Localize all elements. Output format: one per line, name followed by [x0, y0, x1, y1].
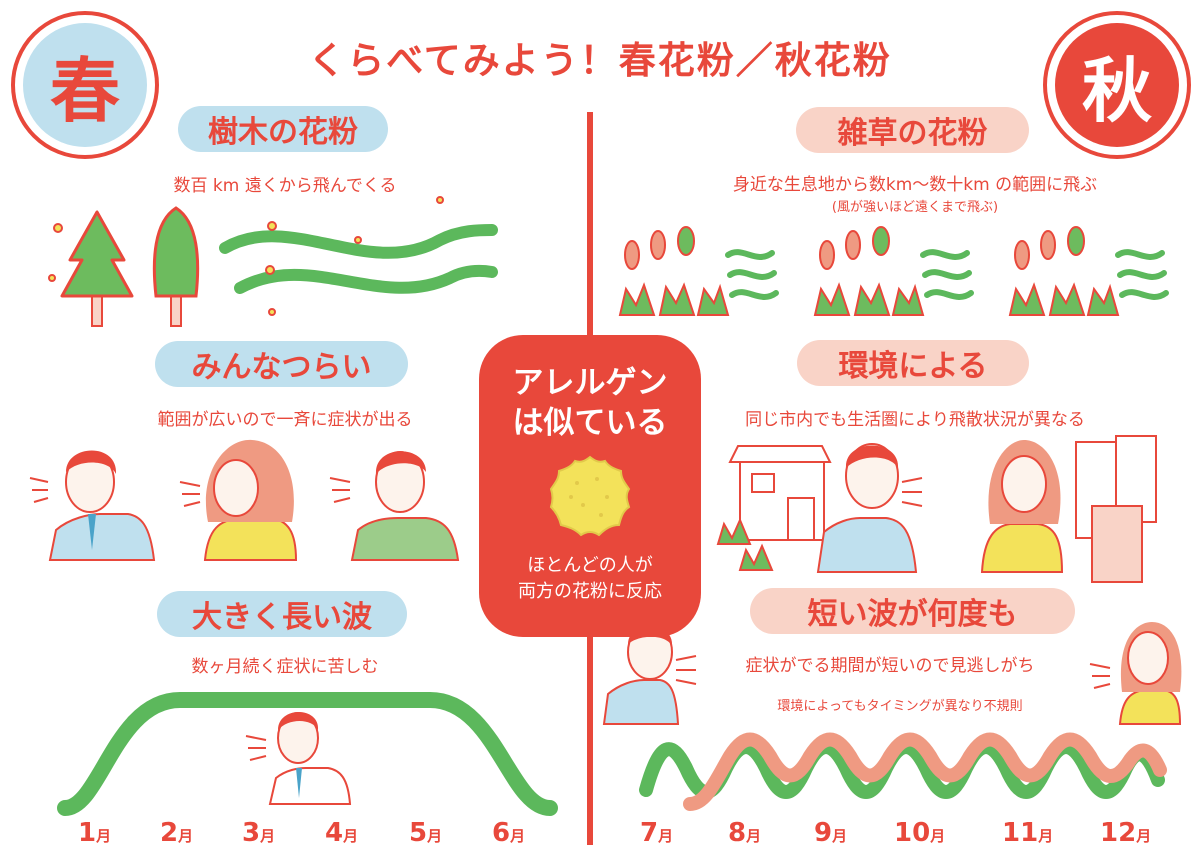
autumn-badge: 秋 [1043, 11, 1191, 159]
center-title-line1: アレルゲン [512, 365, 668, 401]
woman-icon [980, 440, 1064, 573]
autumn-wave-note: 環境によってもタイミングが異なり不規則 [777, 699, 1023, 714]
spring-month-1: 1月 [78, 818, 112, 848]
autumn-month-9: 9月 [814, 818, 848, 848]
spring-severity-desc: 範囲が広いので一斉に症状が出る [157, 410, 413, 430]
building-icon [1075, 435, 1157, 583]
spring-month-6: 6月 [492, 818, 526, 848]
woman-sneezing-icon [179, 439, 298, 561]
house-icon [728, 445, 832, 541]
page-title: くらべてみよう！春花粉／秋花粉 [308, 39, 892, 82]
spring-wave-desc: 数ヶ月続く症状に苦しむ [191, 657, 379, 677]
center-desc-line2: 両方の花粉に反応 [518, 581, 662, 602]
wind-swirl-icon-3 [1115, 249, 1169, 300]
man-sneezing-icon-5 [602, 624, 697, 725]
woman-sneezing-icon-2 [1089, 622, 1182, 725]
allergen-center-box: アレルゲン は似ている ほとんどの人が 両方の花粉に反応 [479, 335, 701, 637]
man-sneezing-icon-3 [245, 712, 352, 805]
weed-plants-icon-1 [618, 226, 730, 316]
pollen-grain-icon [549, 455, 631, 537]
pollen-dots-icon [48, 196, 444, 316]
spring-month-4: 4月 [325, 818, 359, 848]
weed-plants-icon-2 [813, 226, 925, 316]
spring-month-3: 3月 [242, 818, 276, 848]
autumn-label: 秋 [1082, 49, 1152, 132]
autumn-month-7: 7月 [640, 818, 674, 848]
spring-wave-title: 大きく長い波 [192, 600, 372, 635]
spring-month-5: 5月 [409, 818, 443, 848]
weeds-wind-illustration [618, 226, 1169, 316]
center-desc-line1: ほとんどの人が [527, 555, 653, 576]
autumn-sneezing-people [602, 622, 1182, 725]
spring-wave-pill: 大きく長い波 [157, 591, 407, 637]
spring-long-wave [57, 692, 558, 816]
autumn-short-waves [639, 732, 1167, 811]
trees-wind-illustration [48, 196, 498, 327]
center-title-line2: は似ている [512, 405, 668, 441]
man-sneezing-icon-2 [329, 451, 460, 561]
spring-pollen-desc: 数百 km 遠くから飛んでくる [173, 176, 397, 196]
environment-illustration [716, 435, 1157, 583]
spring-severity-title: みんなつらい [191, 350, 372, 385]
autumn-env-desc: 同じ市内でも生活圏により飛散状況が異なる [745, 410, 1085, 430]
spring-pollen-type: 樹木の花粉 [208, 115, 358, 150]
grass-icon [716, 517, 774, 571]
autumn-wave-title: 短い波が何度も [807, 597, 1018, 632]
autumn-month-10: 10月 [894, 818, 946, 848]
autumn-env-pill: 環境による [797, 340, 1029, 386]
spring-label: 春 [50, 49, 120, 132]
center-desc: ほとんどの人が 両方の花粉に反応 [479, 553, 701, 605]
man-sneezing-icon-4 [816, 443, 923, 573]
center-title: アレルゲン は似ている [479, 363, 701, 443]
autumn-month-11: 11月 [1002, 818, 1054, 848]
man-sneezing-icon-1 [29, 450, 156, 561]
spring-severity-pill: みんなつらい [155, 341, 408, 387]
autumn-env-title: 環境による [838, 349, 988, 384]
spring-month-2: 2月 [160, 818, 194, 848]
autumn-pollen-type: 雑草の花粉 [837, 116, 988, 151]
wind-lines-icon [219, 224, 498, 294]
cedar-tree-icon [152, 206, 200, 327]
wind-swirl-icon-2 [920, 249, 974, 300]
autumn-month-12: 12月 [1100, 818, 1152, 848]
autumn-wave-desc: 症状がでる期間が短いので見逃しがち [745, 656, 1035, 676]
spring-badge: 春 [11, 11, 159, 159]
sneezing-people-illustration [29, 439, 460, 561]
autumn-pollen-desc: 身近な生息地から数km〜数十km の範囲に飛ぶ [732, 175, 1098, 195]
autumn-pollen-note: (風が強いほど遠くまで飛ぶ) [831, 200, 999, 215]
wind-swirl-icon-1 [725, 249, 779, 300]
spring-pollen-type-pill: 樹木の花粉 [178, 106, 388, 152]
weed-plants-icon-3 [1008, 226, 1120, 316]
autumn-month-8: 8月 [728, 818, 762, 848]
autumn-wave-pill: 短い波が何度も [750, 588, 1075, 634]
pine-tree-icon [60, 210, 134, 327]
autumn-pollen-type-pill: 雑草の花粉 [796, 107, 1029, 153]
